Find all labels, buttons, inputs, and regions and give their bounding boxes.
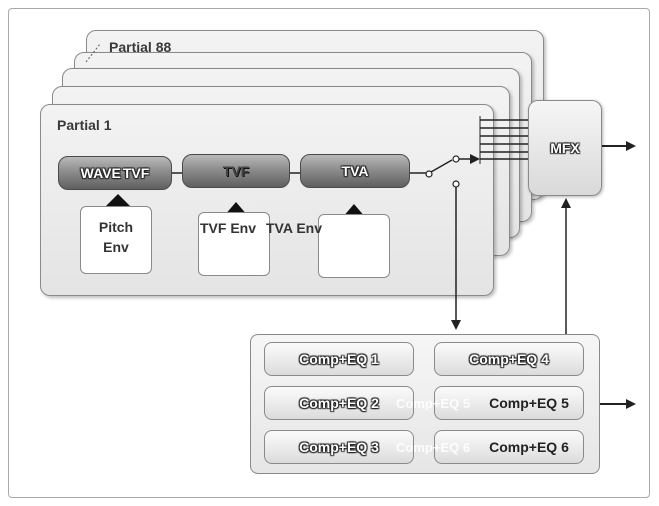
mfx-block: MFX	[528, 100, 602, 196]
wave-label: WAVE	[80, 165, 121, 181]
comp-eq-4: Comp+EQ 4	[434, 342, 584, 376]
comp-eq-2: Comp+EQ 2	[264, 386, 414, 420]
comp-eq-5-ghost-label: Comp+EQ 5	[396, 396, 471, 411]
tvf-env-label: TVF Env	[200, 220, 257, 236]
tva-block: TVA	[300, 154, 410, 188]
tva-label: TVA	[341, 163, 369, 179]
pitch-env-line1: Pitch	[98, 219, 134, 235]
comp-eq-6-ghost-label: Comp+EQ 6	[396, 440, 471, 455]
comp-eq-6-label: Comp+EQ 6	[489, 439, 569, 455]
comp-eq-5-label: Comp+EQ 5	[489, 395, 569, 411]
partial-88-label: Partial 88	[109, 39, 172, 55]
tva-env-box	[318, 214, 390, 278]
wave-overlay-tvf-label: TVF	[122, 165, 150, 181]
mfx-label: MFX	[550, 140, 580, 156]
wave-block: WAVE TVF	[58, 156, 172, 190]
pitch-env-box: Pitch Env	[80, 206, 152, 274]
comp-eq-3-label: Comp+EQ 3	[299, 439, 379, 455]
partial-1-label: Partial 1	[57, 117, 112, 133]
tvf-label: TVF	[222, 163, 250, 179]
comp-eq-2-label: Comp+EQ 2	[299, 395, 379, 411]
comp-eq-4-label: Comp+EQ 4	[469, 351, 549, 367]
comp-eq-6: Comp+EQ 6	[434, 430, 584, 464]
comp-eq-5: Comp+EQ 5	[434, 386, 584, 420]
comp-eq-1-label: Comp+EQ 1	[299, 351, 379, 367]
tva-env-label: TVA Env	[266, 220, 323, 236]
tvf-block: TVF	[182, 154, 290, 188]
tvf-env-box	[198, 212, 270, 276]
comp-eq-3: Comp+EQ 3	[264, 430, 414, 464]
pitch-env-line2: Env	[103, 239, 129, 255]
comp-eq-1: Comp+EQ 1	[264, 342, 414, 376]
